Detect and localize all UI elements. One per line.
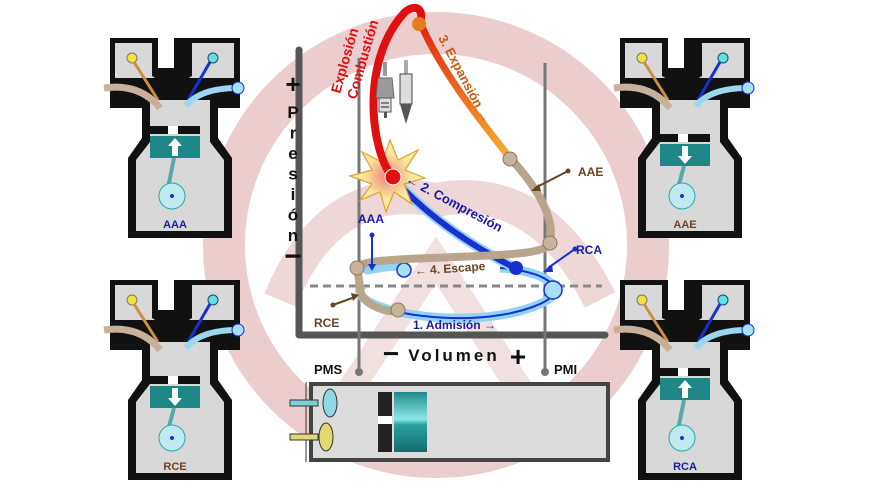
exhaust-valve-stem-icon: [289, 433, 319, 441]
intake-valve-icon: [322, 388, 338, 418]
y-axis-label-letter: i: [291, 185, 296, 204]
engine-panel-bottom-left: RCE: [103, 280, 245, 480]
pmi-dot: [541, 368, 549, 376]
exhaust-bottom-point: [542, 235, 558, 251]
injector-icon: [399, 60, 413, 124]
engine-panel-label: RCE: [163, 461, 186, 473]
axis-lines: [295, 46, 609, 339]
exhaust-curve: [353, 154, 555, 316]
x-axis-minus: −: [383, 338, 399, 369]
pms-dot: [355, 368, 363, 376]
combustion-curve: [369, 3, 426, 182]
engine-panel-top-right: AAE: [613, 38, 755, 238]
piston-icon: [394, 392, 427, 452]
cylinder-cross-section: [289, 382, 610, 462]
admission-label: 1. Admisión →: [413, 318, 496, 332]
engine-panel-label: AAA: [163, 219, 187, 231]
engine-panel-bottom-right: RCA: [613, 280, 755, 480]
compression-start-dot: [509, 261, 523, 275]
aae-point: [502, 151, 518, 167]
pmi-label: PMI: [554, 362, 577, 377]
y-axis-plus: +: [285, 69, 300, 99]
y-axis-label-letter: r: [290, 124, 297, 143]
y-axis-label-letter: P: [287, 103, 298, 122]
y-axis-label-letter: s: [288, 165, 297, 184]
engine-panel-top-left: AAA: [103, 38, 245, 238]
spark-plug-icon: [375, 62, 395, 118]
x-axis-label: Volumen: [408, 346, 500, 365]
expansion-curve: [416, 18, 514, 162]
label-arrows: [330, 168, 578, 308]
aae-label: AAE: [578, 165, 603, 179]
y-axis-label-letter: ó: [288, 206, 298, 225]
rce-label: RCE: [314, 316, 339, 330]
rca-label: RCA: [576, 243, 602, 257]
x-axis-plus: +: [510, 341, 526, 372]
aaa-label: AAA: [358, 212, 384, 226]
exhaust-valve-icon: [318, 422, 334, 452]
combustion-point: [384, 168, 402, 186]
pms-label: PMS: [314, 362, 343, 377]
y-axis-minus: −: [284, 240, 302, 273]
engine-panel-label: RCA: [673, 461, 697, 473]
pms-exhaust-point: [349, 260, 365, 276]
engine-panel-label: AAE: [673, 219, 696, 231]
escape-label: ← 4. Escape: [414, 259, 486, 278]
y-axis-label-letter: e: [288, 144, 297, 163]
expansion-start-dot: [412, 17, 426, 31]
y-axis-label-letter: n: [288, 226, 298, 245]
intake-valve-stem-icon: [289, 399, 319, 407]
rce-point: [390, 302, 406, 318]
